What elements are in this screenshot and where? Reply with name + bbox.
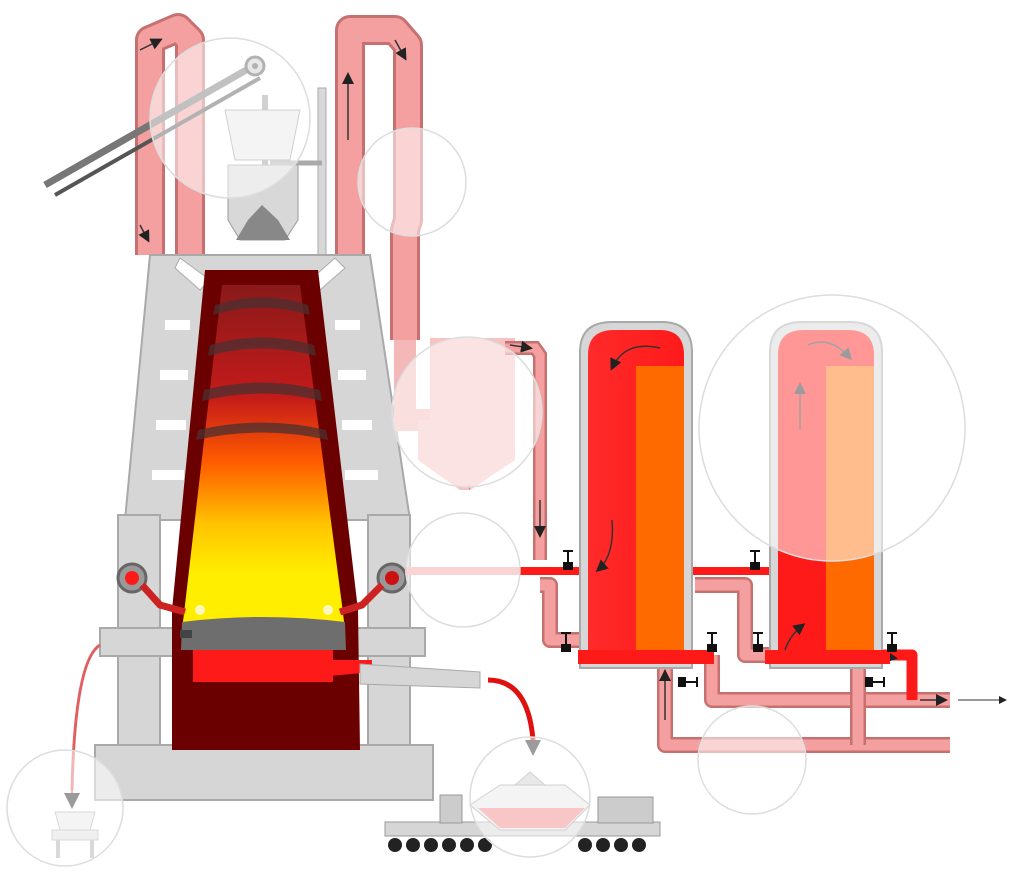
- tuyeres: [116, 562, 408, 616]
- arrow-icon: [595, 519, 614, 572]
- valve-icon: [561, 550, 897, 687]
- wheels: [388, 838, 646, 852]
- arrow-icon: [139, 38, 163, 51]
- arrow-icon: [509, 340, 533, 353]
- stove-piping: [540, 577, 1007, 753]
- arrow-icon: [610, 345, 661, 371]
- arrow-icon: [394, 39, 407, 61]
- hot-blast-stove-1: [578, 321, 714, 669]
- arrow-icon: [784, 623, 806, 651]
- furnace-shaft: [172, 270, 372, 750]
- callout-circles: [6, 37, 966, 867]
- arrow-icon: [138, 224, 150, 243]
